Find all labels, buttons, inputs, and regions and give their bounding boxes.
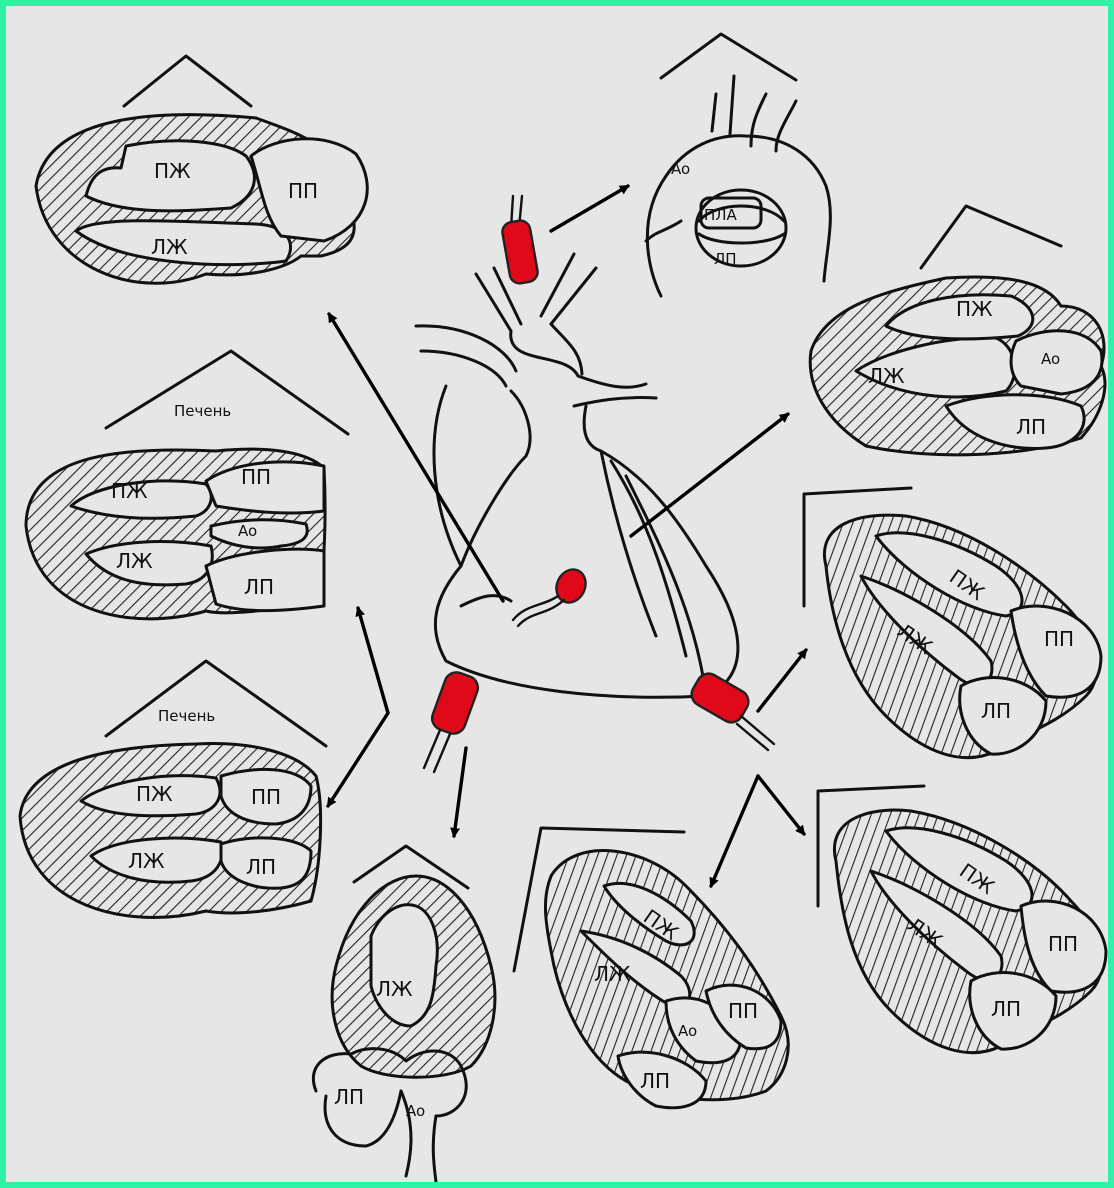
view-subcostal-liver: Печень ПЖ ПП Ao ЛЖ ЛП — [26, 351, 348, 619]
probe-parasternal — [513, 565, 591, 626]
arrow-icon — [551, 186, 628, 231]
probe-subcostal — [424, 669, 481, 772]
label-lv: ЛЖ — [151, 235, 188, 259]
label-ra: ПП — [288, 179, 318, 203]
label-lv-subcostal: ЛЖ — [116, 549, 153, 573]
view-subcostal-lv: ЛЖ ЛП Ao — [313, 846, 495, 1182]
label-ao-parasternal: Ao — [1041, 350, 1060, 368]
view-apical-4-lower: ПЖ ЛЖ ПП ЛП — [818, 786, 1106, 1053]
label-ra-apical-lax: ПП — [728, 999, 758, 1023]
label-ao-subcostal-sax: Ao — [406, 1102, 425, 1120]
label-ra-apical: ПП — [1044, 627, 1074, 651]
view-subcostal-four-chamber: Печень ПЖ ПП ЛЖ ЛП — [20, 661, 326, 917]
view-apical-5-upper: ПЖ ЛЖ ПП ЛП — [804, 488, 1101, 758]
view-suprasternal: Ao ПЛА ЛП — [646, 34, 830, 296]
arrow-icon — [758, 776, 804, 834]
label-rv-4ch: ПЖ — [136, 782, 173, 806]
view-parasternal-long-axis: ПЖ ПП ЛЖ — [36, 56, 367, 283]
label-liver: Печень — [174, 402, 231, 420]
label-la-parasternal: ЛП — [1016, 415, 1046, 439]
arrow-icon — [631, 414, 788, 536]
central-heart — [416, 196, 774, 772]
arrow-icon — [328, 713, 388, 806]
label-lv-subcostal-sax: ЛЖ — [376, 977, 413, 1001]
label-rv-subcostal: ПЖ — [111, 479, 148, 503]
diagram-canvas: ПЖ ПП ЛЖ Ao ПЛА ЛП ПЖ Ao ЛЖ ЛП Печень — [6, 6, 1108, 1182]
label-la-subcostal-sax: ЛП — [334, 1085, 364, 1109]
label-lv-parasternal: ЛЖ — [868, 364, 905, 388]
label-ao-apical-lax: Ao — [678, 1022, 697, 1040]
label-ra-subcostal: ПП — [241, 465, 271, 489]
arrow-icon — [329, 314, 503, 601]
label-liver-2: Печень — [158, 707, 215, 725]
label-la-subcostal: ЛП — [244, 575, 274, 599]
label-la-apical-lax: ЛП — [640, 1069, 670, 1093]
arrow-icon — [758, 650, 806, 711]
label-la-suprasternal: ЛП — [714, 250, 737, 268]
arrow-icon — [454, 748, 466, 836]
view-arrows — [328, 186, 806, 886]
label-la-4ch: ЛП — [246, 855, 276, 879]
label-lv-4ch: ЛЖ — [128, 849, 165, 873]
probe-suprasternal — [501, 196, 539, 285]
label-lv-apical-lax: ЛЖ — [594, 962, 631, 986]
label-rv: ПЖ — [154, 159, 191, 183]
label-ao-subcostal: Ao — [238, 522, 257, 540]
label-la-apical: ЛП — [981, 699, 1011, 723]
arrow-icon — [358, 608, 388, 713]
label-rv-parasternal: ПЖ — [956, 297, 993, 321]
label-ra-apical-2: ПП — [1048, 932, 1078, 956]
view-apical-long-axis: ПЖ ЛЖ Ao ПП ЛП — [514, 828, 788, 1108]
view-parasternal-aortic: ПЖ Ao ЛЖ ЛП — [810, 206, 1105, 455]
label-la-apical-2: ЛП — [991, 997, 1021, 1021]
arrow-icon — [711, 776, 758, 886]
echocardiography-views-diagram: ПЖ ПП ЛЖ Ao ПЛА ЛП ПЖ Ao ЛЖ ЛП Печень — [6, 6, 1108, 1182]
label-pa: ПЛА — [704, 206, 738, 224]
label-ao-suprasternal: Ao — [671, 160, 690, 178]
label-ra-4ch: ПП — [251, 785, 281, 809]
